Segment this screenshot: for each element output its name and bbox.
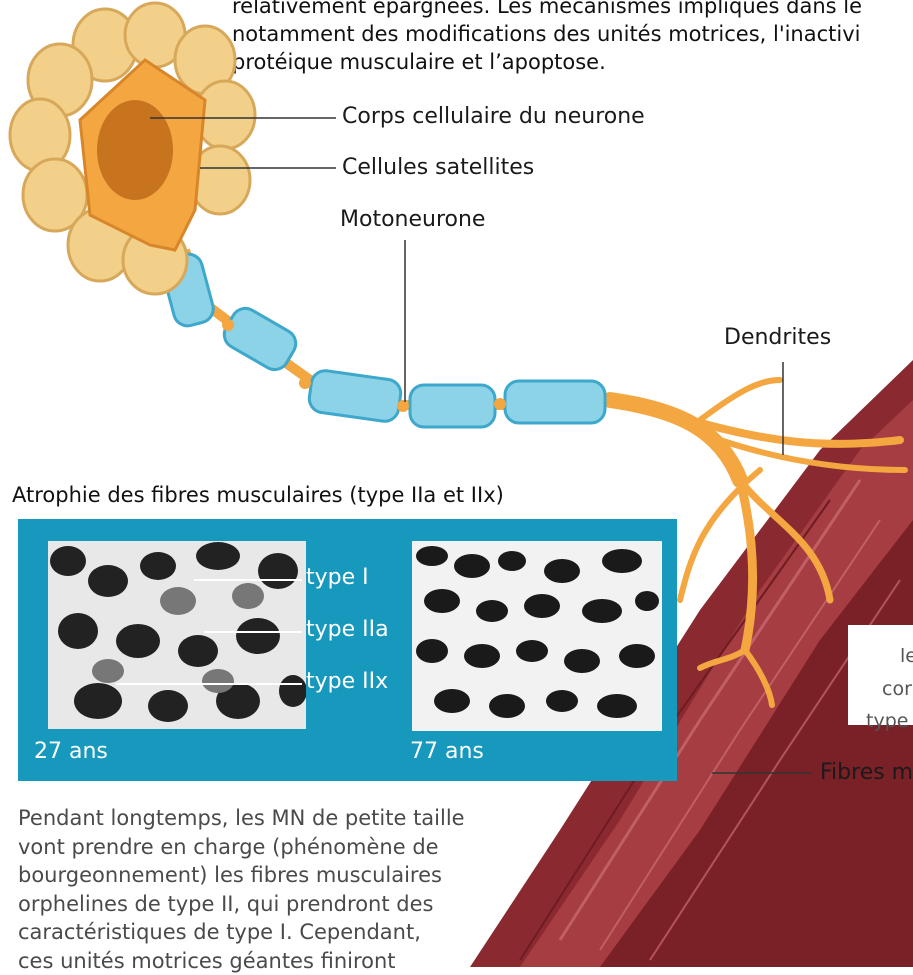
- bottom-line: bourgeonnement) les fibres musculaires: [18, 861, 578, 890]
- type-iia-line: [204, 631, 302, 633]
- age-27-label: 27 ans: [34, 739, 108, 764]
- type-i-label: type I: [306, 565, 369, 590]
- bottom-line: vont prendre en charge (phénomène de: [18, 833, 578, 862]
- type-i-line: [194, 579, 302, 581]
- bottom-paragraph: Pendant longtemps, les MN de petite tail…: [18, 804, 578, 975]
- age-77-label: 77 ans: [410, 739, 484, 764]
- axon: [160, 250, 610, 427]
- muscle-fibers-label: Fibres m: [820, 760, 913, 785]
- partial-text: type: [866, 710, 908, 732]
- partial-text: le: [900, 645, 913, 667]
- motoneuron-label: Motoneurone: [340, 207, 485, 232]
- dendrites-label: Dendrites: [724, 325, 831, 350]
- type-iix-label: type IIx: [306, 669, 388, 694]
- bottom-line: Pendant longtemps, les MN de petite tail…: [18, 804, 578, 833]
- type-iix-line: [116, 683, 302, 685]
- satellite-cells-label: Cellules satellites: [342, 155, 534, 180]
- bottom-line: caractéristiques de type I. Cependant,: [18, 918, 578, 947]
- atrophy-panel: type I type IIa type IIx 27 ans 77 ans: [18, 519, 677, 781]
- atrophy-title: Atrophie des fibres musculaires (type II…: [12, 483, 504, 507]
- partial-text: cor: [882, 678, 912, 700]
- cell-body-label: Corps cellulaire du neurone: [342, 104, 645, 129]
- type-iia-label: type IIa: [306, 617, 389, 642]
- bottom-line: ces unités motrices géantes finiront: [18, 947, 578, 975]
- micrograph-77: [412, 541, 662, 731]
- bottom-line: orphelines de type II, qui prendront des: [18, 890, 578, 919]
- micrograph-27: [48, 541, 306, 729]
